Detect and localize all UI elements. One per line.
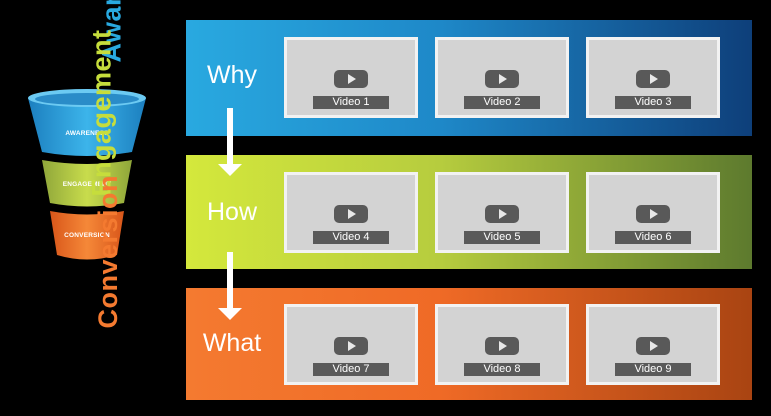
- arrow-down-icon: [218, 252, 242, 320]
- video-thumbnail-9[interactable]: Video 9: [586, 304, 720, 385]
- video-label: Video 8: [464, 363, 540, 376]
- play-icon[interactable]: [636, 70, 670, 88]
- stage-band-awareness: Why Video 1 Video 2 Video 3: [186, 20, 752, 136]
- funnel-awareness-section: [28, 89, 146, 156]
- video-thumbnail-6[interactable]: Video 6: [586, 172, 720, 253]
- play-icon[interactable]: [636, 337, 670, 355]
- play-icon[interactable]: [334, 70, 368, 88]
- play-icon[interactable]: [485, 337, 519, 355]
- side-label-engagement: Engagement: [86, 29, 117, 197]
- video-label: Video 7: [313, 363, 389, 376]
- funnel-label-awareness: AWARENESS: [65, 130, 109, 137]
- funnel-engagement-section: [42, 160, 132, 207]
- video-label: Video 9: [615, 363, 691, 376]
- video-thumbnail-5[interactable]: Video 5: [435, 172, 569, 253]
- video-thumbnail-4[interactable]: Video 4: [284, 172, 418, 253]
- stage-question-how: How: [206, 198, 257, 226]
- video-thumbnail-7[interactable]: Video 7: [284, 304, 418, 385]
- play-icon[interactable]: [636, 205, 670, 223]
- funnel-label-engagement: ENGAGEMENT: [62, 181, 112, 188]
- play-icon[interactable]: [334, 337, 368, 355]
- play-icon[interactable]: [334, 205, 368, 223]
- video-label: Video 2: [464, 96, 540, 109]
- video-label: Video 4: [313, 231, 389, 244]
- video-thumbnail-8[interactable]: Video 8: [435, 304, 569, 385]
- stage-question-why: Why: [207, 61, 257, 89]
- arrow-down-icon: [218, 108, 242, 176]
- video-label: Video 1: [313, 96, 389, 109]
- stage-question-what: What: [202, 329, 262, 357]
- stage-band-engagement: How Video 4 Video 5 Video 6: [186, 155, 752, 269]
- funnel-conversion-section: [50, 211, 124, 260]
- video-thumbnail-2[interactable]: Video 2: [435, 37, 569, 118]
- video-label: Video 6: [615, 231, 691, 244]
- video-label: Video 3: [615, 96, 691, 109]
- video-label: Video 5: [464, 231, 540, 244]
- play-icon[interactable]: [485, 70, 519, 88]
- video-thumbnail-1[interactable]: Video 1: [284, 37, 418, 118]
- side-label-conversion: Conversion: [93, 174, 124, 329]
- stage-band-conversion: What Video 7 Video 8 Video 9: [186, 288, 752, 400]
- video-thumbnail-3[interactable]: Video 3: [586, 37, 720, 118]
- funnel-label-conversion: CONVERSION: [64, 232, 110, 239]
- play-icon[interactable]: [485, 205, 519, 223]
